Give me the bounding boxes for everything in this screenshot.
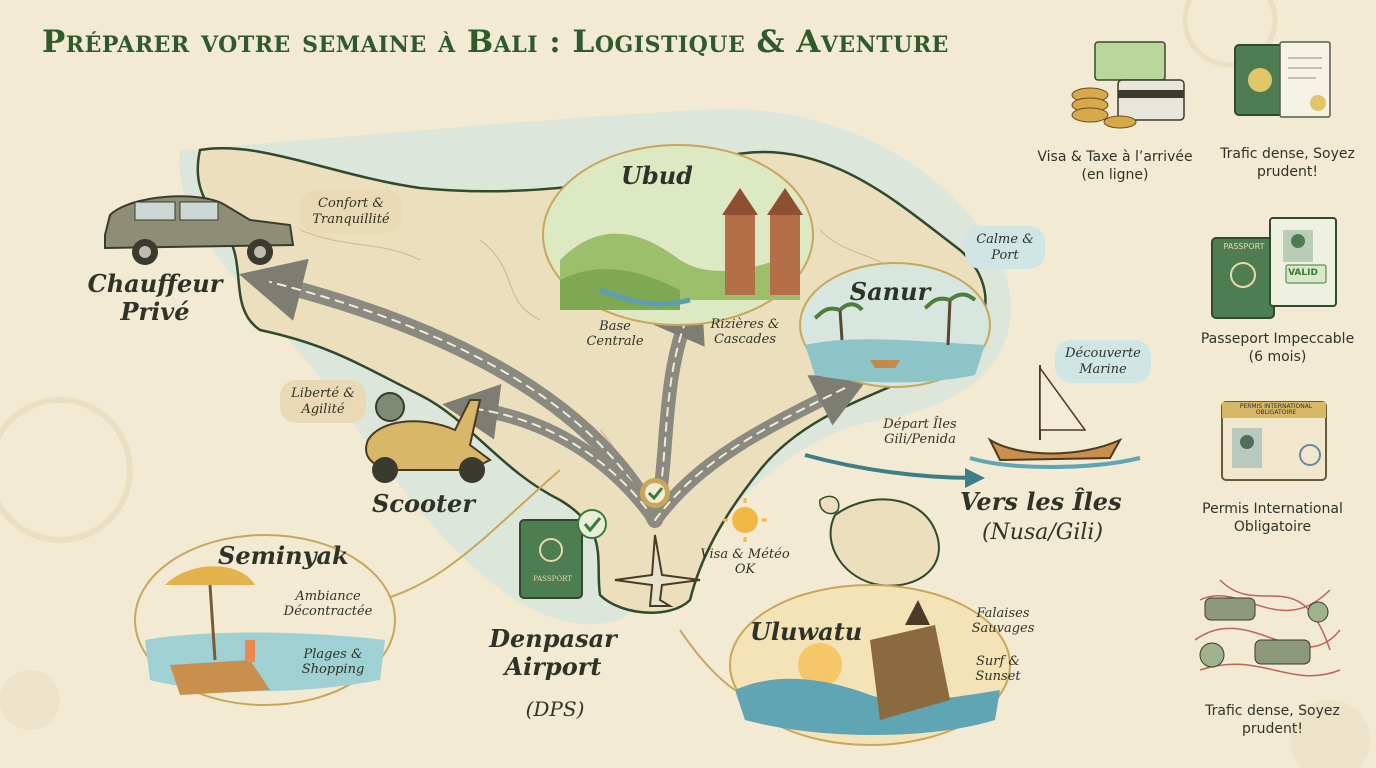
- passport-cover-text: PASSPORT: [1223, 242, 1265, 251]
- islands-bubble: Découverte Marine: [1055, 340, 1151, 384]
- chauffeur-label: Chauffeur Privé: [87, 269, 223, 326]
- airport-code: (DPS): [525, 697, 585, 721]
- driving-permit-icon: [1221, 401, 1327, 481]
- airport-label: Denpasar Airport: [489, 624, 617, 681]
- checklist-traffic-bottom: Trafic dense, Soyez prudent!: [1205, 703, 1340, 738]
- checklist-permit: Permis International Obligatoire: [1202, 501, 1343, 536]
- airplane-icon: [614, 534, 701, 607]
- passport-valid-stamp: VALID: [1288, 268, 1318, 278]
- sanur-label: Sanur: [849, 277, 931, 306]
- sea-route-arrow: [804, 453, 985, 488]
- chauffeur-bubble: Confort & Tranquillité: [300, 190, 402, 234]
- ubud-label: Ubud: [621, 161, 693, 190]
- uluwatu-vignette: [729, 584, 1011, 746]
- check-pin-icon: [640, 478, 670, 508]
- sun-icon: [723, 498, 767, 542]
- uluwatu-note-surf: Surf & Sunset: [975, 654, 1021, 684]
- checklist-visa: Visa & Taxe à l’arrivée (en ligne): [1037, 149, 1193, 184]
- sanur-vignette: [799, 262, 991, 388]
- scooter-bubble: Liberté & Agilité: [280, 380, 366, 424]
- seminyak-vignette: [134, 534, 396, 706]
- permit-card-header: PERMIS INTERNATIONAL OBLIGATOIRE: [1239, 403, 1313, 416]
- checklist-passport: Passeport Impeccable (6 mois): [1200, 331, 1355, 366]
- seminyak-note-ambiance: Ambiance Décontractée: [283, 589, 373, 619]
- airport-note: Visa & Météo OK: [700, 547, 790, 577]
- passport-icon: [519, 509, 607, 599]
- money-card-icon: [1071, 41, 1185, 129]
- ubud-note-base: Base Centrale: [586, 319, 644, 349]
- nusa-islet: [819, 495, 840, 515]
- car-icon: [104, 195, 295, 265]
- traffic-icon: [1194, 579, 1341, 677]
- passport-valid-icon: [1211, 217, 1337, 319]
- islands-depart-label: Départ Îles Gili/Penida: [883, 417, 957, 447]
- airport-passport-text: PASSPORT: [533, 575, 572, 583]
- islands-label: Vers les Îles: [960, 487, 1122, 516]
- page-title: Préparer votre semaine à Bali : Logistiq…: [42, 24, 949, 60]
- seminyak-note-shopping: Plages & Shopping: [301, 647, 365, 677]
- nusa-island: [829, 498, 940, 587]
- ubud-note-rice: Rizières & Cascades: [710, 317, 780, 347]
- scooter-label: Scooter: [372, 489, 475, 518]
- boat-icon: [969, 365, 1141, 469]
- sanur-bubble: Calme & Port: [965, 226, 1045, 270]
- passport-document-icon: [1234, 41, 1331, 118]
- uluwatu-note-cliffs: Falaises Sauvages: [971, 606, 1035, 636]
- ubud-vignette: [542, 144, 814, 326]
- uluwatu-label: Uluwatu: [750, 617, 863, 646]
- scooter-icon: [365, 392, 492, 483]
- checklist-traffic-top: Trafic dense, Soyez prudent!: [1220, 146, 1355, 181]
- seminyak-label: Seminyak: [218, 541, 349, 570]
- islands-sub-label: (Nusa/Gili): [981, 520, 1104, 545]
